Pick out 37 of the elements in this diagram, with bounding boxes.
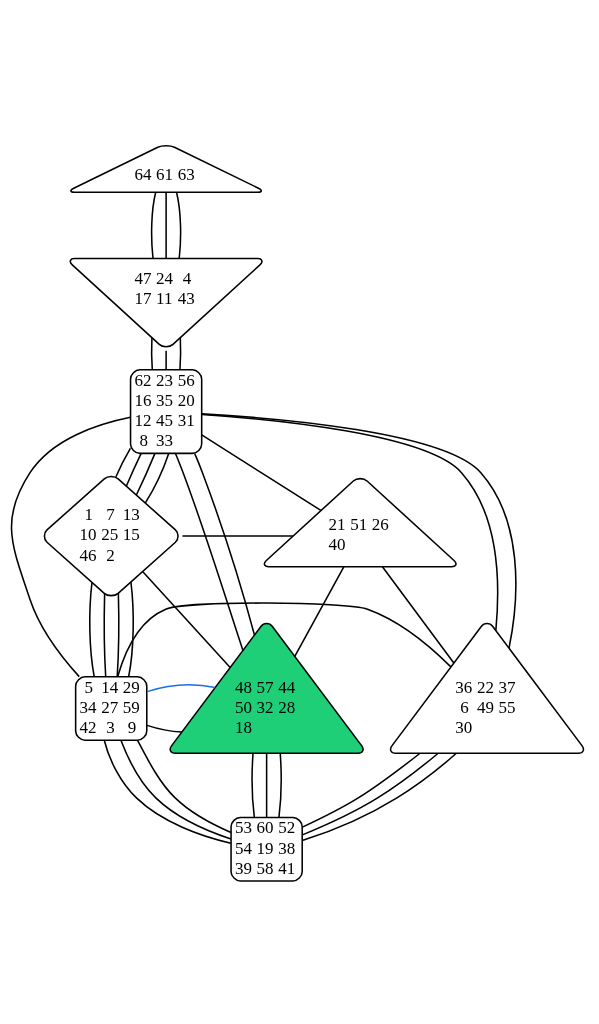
connector xyxy=(278,752,282,819)
connector xyxy=(127,581,135,678)
connector xyxy=(103,593,107,678)
connector xyxy=(115,447,132,478)
connector xyxy=(200,434,322,512)
connector xyxy=(135,452,156,496)
connector xyxy=(165,350,167,371)
connector xyxy=(136,739,232,834)
connector xyxy=(179,337,182,371)
connector xyxy=(116,592,120,678)
connector xyxy=(150,337,154,371)
connector xyxy=(146,683,216,693)
connector xyxy=(294,566,345,658)
connector xyxy=(144,452,170,504)
connector xyxy=(10,416,132,678)
connector xyxy=(381,566,455,664)
connector xyxy=(175,191,182,260)
connector xyxy=(150,191,157,260)
node-box: 53 60 52 54 19 38 39 58 41 xyxy=(230,816,303,882)
connector xyxy=(301,752,439,836)
connector xyxy=(116,602,452,678)
connector xyxy=(301,752,421,828)
node-box: 5 14 29 34 27 59 42 3 9 xyxy=(74,676,148,741)
connector xyxy=(251,752,256,819)
node-box: 62 23 56 16 35 20 12 45 31 8 33 xyxy=(129,369,203,455)
connector xyxy=(146,724,183,733)
connector xyxy=(120,739,232,840)
connector xyxy=(165,191,167,260)
connector xyxy=(181,535,294,537)
connector xyxy=(89,581,95,678)
connector xyxy=(301,752,457,842)
connector xyxy=(193,452,256,636)
connector xyxy=(174,452,244,652)
connector xyxy=(125,452,142,487)
connector xyxy=(142,570,231,669)
connector xyxy=(265,752,268,819)
connector xyxy=(103,739,232,844)
